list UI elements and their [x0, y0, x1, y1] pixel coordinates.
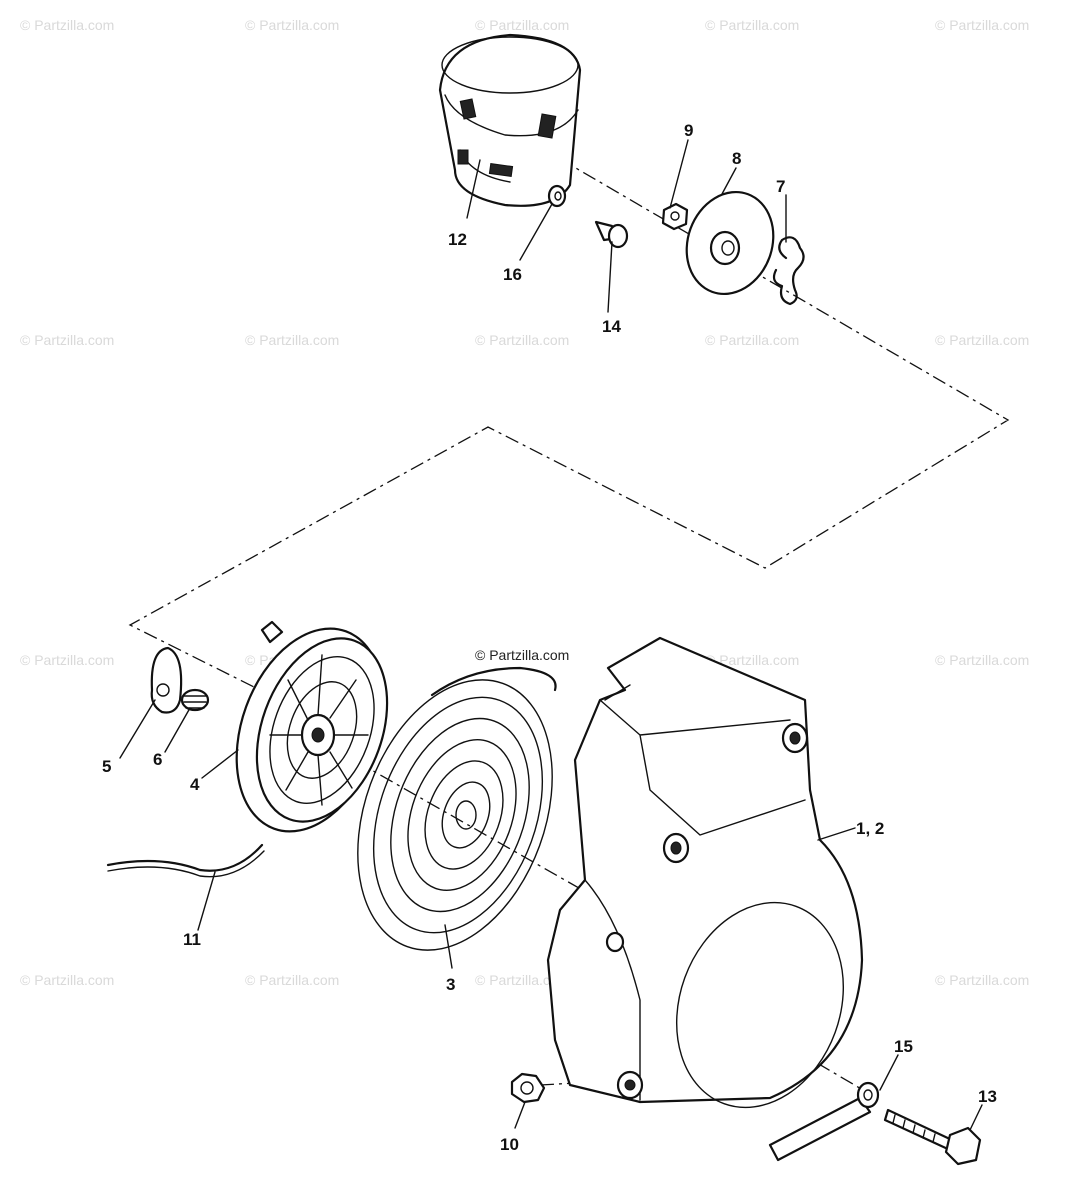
- watermark: © Partzilla.com: [705, 332, 799, 348]
- callout-10: 10: [500, 1135, 519, 1154]
- pawl-part-5: [150, 646, 183, 714]
- watermark: © Partzilla.com: [20, 17, 114, 33]
- friction-plate-part-8: [685, 190, 775, 296]
- screw-part-14: [594, 220, 629, 249]
- callout-4: 4: [190, 775, 200, 794]
- callout-16: 16: [503, 265, 522, 284]
- pulley-part-4: [235, 620, 389, 833]
- callout-1-2: 1, 2: [856, 819, 884, 838]
- callout-14: 14: [602, 317, 621, 336]
- spring-clip-part-7: [772, 236, 805, 306]
- watermark: © Partzilla.com: [935, 17, 1029, 33]
- rope-part-11: [106, 843, 265, 878]
- watermark: © Partzilla.com: [475, 17, 569, 33]
- spring-part-6: [180, 688, 210, 712]
- nut-part-9: [661, 202, 689, 231]
- callout-labels: 12 16 14 9 8 7 5 6 4 11 3 1, 2 10 15 13: [102, 121, 997, 1154]
- watermark: © Partzilla.com: [705, 652, 799, 668]
- callout-5: 5: [102, 757, 111, 776]
- watermark: © Partzilla.com: [475, 972, 569, 988]
- watermark: © Partzilla.com: [20, 652, 114, 668]
- bolt-part-13: [883, 1108, 982, 1166]
- grommet-part-10: [510, 1072, 546, 1104]
- watermark: © Partzilla.com: [245, 972, 339, 988]
- watermark: © Partzilla.com: [245, 17, 339, 33]
- watermark: © Partzilla.com: [475, 332, 569, 348]
- watermark: © Partzilla.com: [705, 17, 799, 33]
- watermark: © Partzilla.com: [935, 652, 1029, 668]
- callout-15: 15: [894, 1037, 913, 1056]
- callout-7: 7: [776, 177, 785, 196]
- watermark: © Partzilla.com: [20, 332, 114, 348]
- starter-housing-part-1-2: [546, 636, 864, 1109]
- watermark: © Partzilla.com: [935, 332, 1029, 348]
- leader-lines: [119, 139, 983, 1131]
- watermark-inline: © Partzilla.com: [475, 647, 569, 663]
- callout-8: 8: [732, 149, 741, 168]
- drive-cup-part-12: [438, 33, 582, 207]
- watermark: © Partzilla.com: [245, 332, 339, 348]
- watermark: © Partzilla.com: [20, 972, 114, 988]
- callout-9: 9: [684, 121, 693, 140]
- watermark: © Partzilla.com: [935, 972, 1029, 988]
- callout-11: 11: [183, 930, 201, 949]
- washer-part-15: [768, 1081, 880, 1162]
- callout-3: 3: [446, 975, 455, 994]
- washer-part-16: [547, 184, 567, 208]
- callout-12: 12: [448, 230, 467, 249]
- callout-6: 6: [153, 750, 162, 769]
- callout-13: 13: [978, 1087, 997, 1106]
- recoil-spring-part-3: [357, 666, 557, 951]
